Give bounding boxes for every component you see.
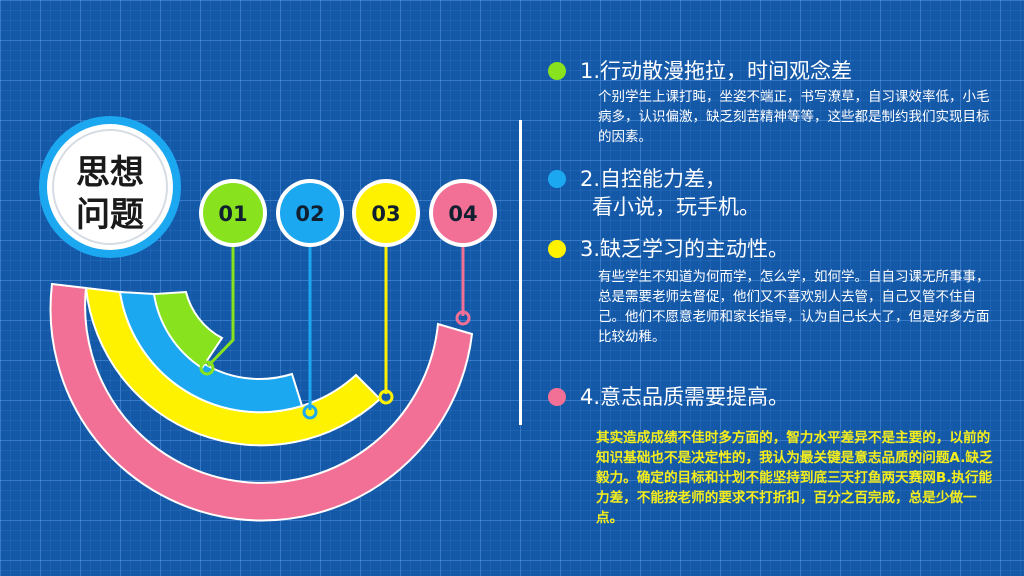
item-3-body: 有些学生不知道为何而学，怎么学，如何学。自自习课无所事事，总是需要老师去督促，他… xyxy=(598,269,990,345)
badge-line1: 思想 xyxy=(76,153,144,193)
summary-text: 其实造成成绩不佳时多方面的，智力水平差异不是主要的，以前的知识基础也不是决定性的… xyxy=(596,430,993,526)
item-3-title: 3.缺乏学习的主动性。 xyxy=(580,237,790,261)
ring-02 xyxy=(302,404,318,420)
number-label-04: 04 xyxy=(448,202,477,226)
item-1-body: 个别学生上课打盹，坐姿不端正，书写潦草，自习课效率低，小毛病多，认识偏激，缺乏刻… xyxy=(598,89,990,145)
number-label-01: 01 xyxy=(218,202,247,226)
badge-inner xyxy=(52,129,168,245)
badge-line2: 问题 xyxy=(76,195,144,235)
connector-01 xyxy=(206,236,235,368)
bullet-dot-2 xyxy=(548,170,566,188)
ring-03 xyxy=(378,389,394,405)
item-4-title: 4.意志品质需要提高。 xyxy=(580,385,790,409)
arc-band-04 xyxy=(49,282,474,522)
divider-line xyxy=(519,120,522,425)
number-label-03: 03 xyxy=(371,202,400,226)
ring-04 xyxy=(455,310,471,326)
number-label-02: 02 xyxy=(295,202,324,226)
ring-01 xyxy=(199,360,215,376)
bullet-dot-1 xyxy=(548,62,566,80)
number-circle-04: 04 xyxy=(429,179,497,247)
bullet-dot-3 xyxy=(548,240,566,258)
bullet-dot-4 xyxy=(548,388,566,406)
number-circle-01: 01 xyxy=(199,179,267,247)
item-2-title-line2: 看小说，玩手机。 xyxy=(592,195,760,219)
number-circle-02: 02 xyxy=(276,179,344,247)
number-circle-03: 03 xyxy=(352,179,420,247)
item-1-title: 1.行动散漫拖拉，时间观念差 xyxy=(580,59,853,83)
item-2-title: 2.自控能力差， xyxy=(580,167,727,191)
